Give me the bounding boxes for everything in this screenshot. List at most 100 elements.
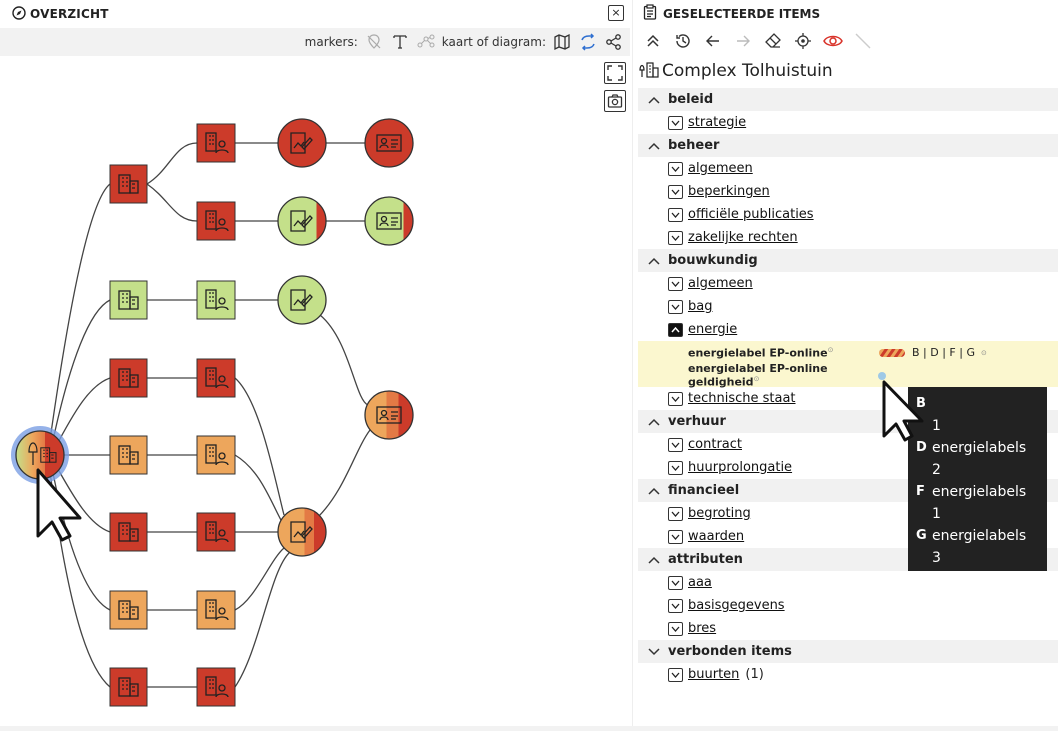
node-contact-3[interactable]	[364, 390, 414, 440]
slash-icon[interactable]	[851, 30, 875, 52]
tree-item[interactable]: begroting	[638, 502, 1058, 525]
arrow-left-icon[interactable]	[701, 30, 725, 52]
marker-off-icon[interactable]	[364, 32, 384, 52]
bottom-scrollbar[interactable]	[0, 726, 1058, 731]
tree-item-link[interactable]: strategie	[688, 115, 747, 130]
tree-item-link[interactable]: basisgegevens	[688, 598, 785, 613]
tree-item-link[interactable]: beperkingen	[688, 184, 770, 199]
expand-icon[interactable]	[668, 575, 683, 590]
tree-item[interactable]: aaa	[638, 571, 1058, 594]
tree-item[interactable]: bres	[638, 617, 1058, 640]
tree-item[interactable]: zakelijke rechten	[638, 226, 1058, 249]
tree-item-link[interactable]: bag	[688, 299, 713, 314]
text-icon[interactable]	[390, 32, 410, 52]
node-document-3[interactable]	[277, 275, 327, 325]
expand-icon[interactable]	[668, 115, 683, 130]
expand-icon[interactable]	[668, 621, 683, 636]
tree-item-link[interactable]: contract	[688, 437, 742, 452]
node-contact-2[interactable]	[364, 196, 414, 246]
tree-item[interactable]: officiële publicaties	[638, 203, 1058, 226]
node-unit-7[interactable]	[196, 590, 236, 630]
tree-item-link[interactable]: energie	[688, 322, 738, 337]
tree-item[interactable]: algemeen	[638, 272, 1058, 295]
tree-item[interactable]: bag	[638, 295, 1058, 318]
expand-icon[interactable]	[668, 207, 683, 222]
node-unit-6[interactable]	[196, 512, 236, 552]
tree-item[interactable]: beperkingen	[638, 180, 1058, 203]
group-header-6[interactable]: verbonden items	[638, 640, 1058, 663]
tooltip-key: D	[916, 440, 927, 455]
expand-icon[interactable]	[668, 391, 683, 406]
node-building-3[interactable]	[109, 358, 148, 398]
expand-icon[interactable]	[668, 667, 683, 682]
node-document-4[interactable]	[277, 507, 327, 557]
network-diagram[interactable]	[0, 56, 630, 726]
expand-icon[interactable]	[668, 460, 683, 475]
node-unit-5[interactable]	[196, 435, 236, 475]
tree-item[interactable]: huurprolongatie	[638, 456, 1058, 479]
fullscreen-icon[interactable]	[604, 62, 626, 84]
camera-icon[interactable]	[604, 90, 626, 112]
node-unit-4[interactable]	[196, 358, 236, 398]
expand-icon[interactable]	[668, 276, 683, 291]
arrow-right-icon[interactable]	[731, 30, 755, 52]
tree-item[interactable]: energie	[638, 318, 1058, 341]
node-document-2[interactable]	[277, 196, 327, 246]
tree-item[interactable]: strategie	[638, 111, 1058, 134]
tree-item-link[interactable]: zakelijke rechten	[688, 230, 798, 245]
group-header-1[interactable]: beheer	[638, 134, 1058, 157]
tree-item[interactable]: algemeen	[638, 157, 1058, 180]
selected-items-panel: GESELECTEERDE ITEMS Complex Tolhuistuin …	[632, 0, 1058, 731]
expand-icon[interactable]	[668, 506, 683, 521]
chevrons-up-icon[interactable]	[641, 30, 665, 52]
expand-icon[interactable]	[668, 161, 683, 176]
sync-icon[interactable]	[578, 32, 598, 52]
node-unit-3[interactable]	[196, 280, 236, 320]
node-document-1[interactable]	[277, 118, 327, 168]
node-building-4[interactable]	[109, 435, 148, 475]
node-contact-1[interactable]	[364, 118, 414, 168]
node-unit-2[interactable]	[196, 201, 236, 241]
tree-item-link[interactable]: huurprolongatie	[688, 460, 793, 475]
group-header-2[interactable]: bouwkundig	[638, 249, 1058, 272]
eye-icon[interactable]	[821, 30, 845, 52]
expand-icon[interactable]	[668, 437, 683, 452]
node-building-1[interactable]	[109, 164, 148, 204]
collapse-icon[interactable]	[668, 322, 683, 337]
tree-item-link[interactable]: officiële publicaties	[688, 207, 814, 222]
chevron-up-icon	[648, 486, 664, 496]
tree-item[interactable]: contract	[638, 433, 1058, 456]
tree-item-link[interactable]: algemeen	[688, 161, 753, 176]
node-building-2[interactable]	[109, 280, 148, 320]
tree-item[interactable]: waarden	[638, 525, 1058, 548]
eraser-icon[interactable]	[761, 30, 785, 52]
node-building-7[interactable]	[109, 667, 148, 707]
group-header-0[interactable]: beleid	[638, 88, 1058, 111]
tree-item-link[interactable]: bres	[688, 621, 717, 636]
node-unit-8[interactable]	[196, 667, 236, 707]
expand-icon[interactable]	[668, 299, 683, 314]
tree-item[interactable]: technische staat	[638, 387, 1058, 410]
tree-item-link[interactable]: waarden	[688, 529, 745, 544]
group-label: beheer	[668, 138, 720, 153]
node-unit-1[interactable]	[196, 123, 236, 163]
node-building-6[interactable]	[109, 590, 148, 630]
tree-item-link[interactable]: algemeen	[688, 276, 753, 291]
close-icon[interactable]: ×	[608, 5, 624, 21]
tree-item-link[interactable]: buurten	[688, 667, 740, 682]
target-icon[interactable]	[791, 30, 815, 52]
tree-item-link[interactable]: technische staat	[688, 391, 796, 406]
tree-item-link[interactable]: aaa	[688, 575, 712, 590]
expand-icon[interactable]	[668, 598, 683, 613]
tree-item[interactable]: buurten(1)	[638, 663, 1058, 686]
expand-icon[interactable]	[668, 529, 683, 544]
share-icon[interactable]	[604, 32, 624, 52]
map-icon[interactable]	[552, 32, 572, 52]
tree-item[interactable]: basisgegevens	[638, 594, 1058, 617]
history-icon[interactable]	[671, 30, 695, 52]
expand-icon[interactable]	[668, 184, 683, 199]
expand-icon[interactable]	[668, 230, 683, 245]
graph-icon[interactable]	[416, 32, 436, 52]
node-building-5[interactable]	[109, 512, 148, 552]
tree-item-link[interactable]: begroting	[688, 506, 751, 521]
